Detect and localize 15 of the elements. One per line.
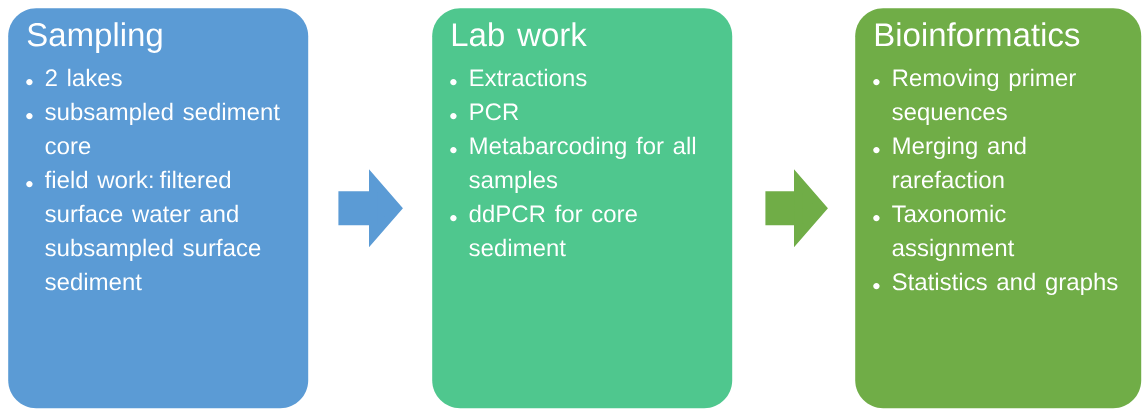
- bullet-item: Statistics and graphs: [892, 272, 1118, 296]
- bullet-item: PCR: [470, 103, 519, 121]
- bullet-item: field work: filtered surface water and subsampled surface sediment: [44, 170, 261, 291]
- bullet-item: Merging and rarefaction: [893, 136, 1026, 189]
- bullet-item: Extractions: [470, 68, 587, 87]
- process-box: [432, 8, 733, 409]
- box-heading: Sampling: [27, 22, 162, 53]
- bullet-item: ddPCR for core sediment: [469, 204, 637, 257]
- box-heading: Lab work: [452, 22, 587, 47]
- process-box: [8, 8, 309, 409]
- bullet-item: Removing primer sequences: [892, 68, 1076, 126]
- bullet-item: Taxonomic assignment: [892, 204, 1015, 262]
- bullet-item: 2 lakes: [45, 68, 122, 87]
- process-box: [855, 8, 1142, 409]
- box-heading: Bioinformatics: [875, 22, 1080, 47]
